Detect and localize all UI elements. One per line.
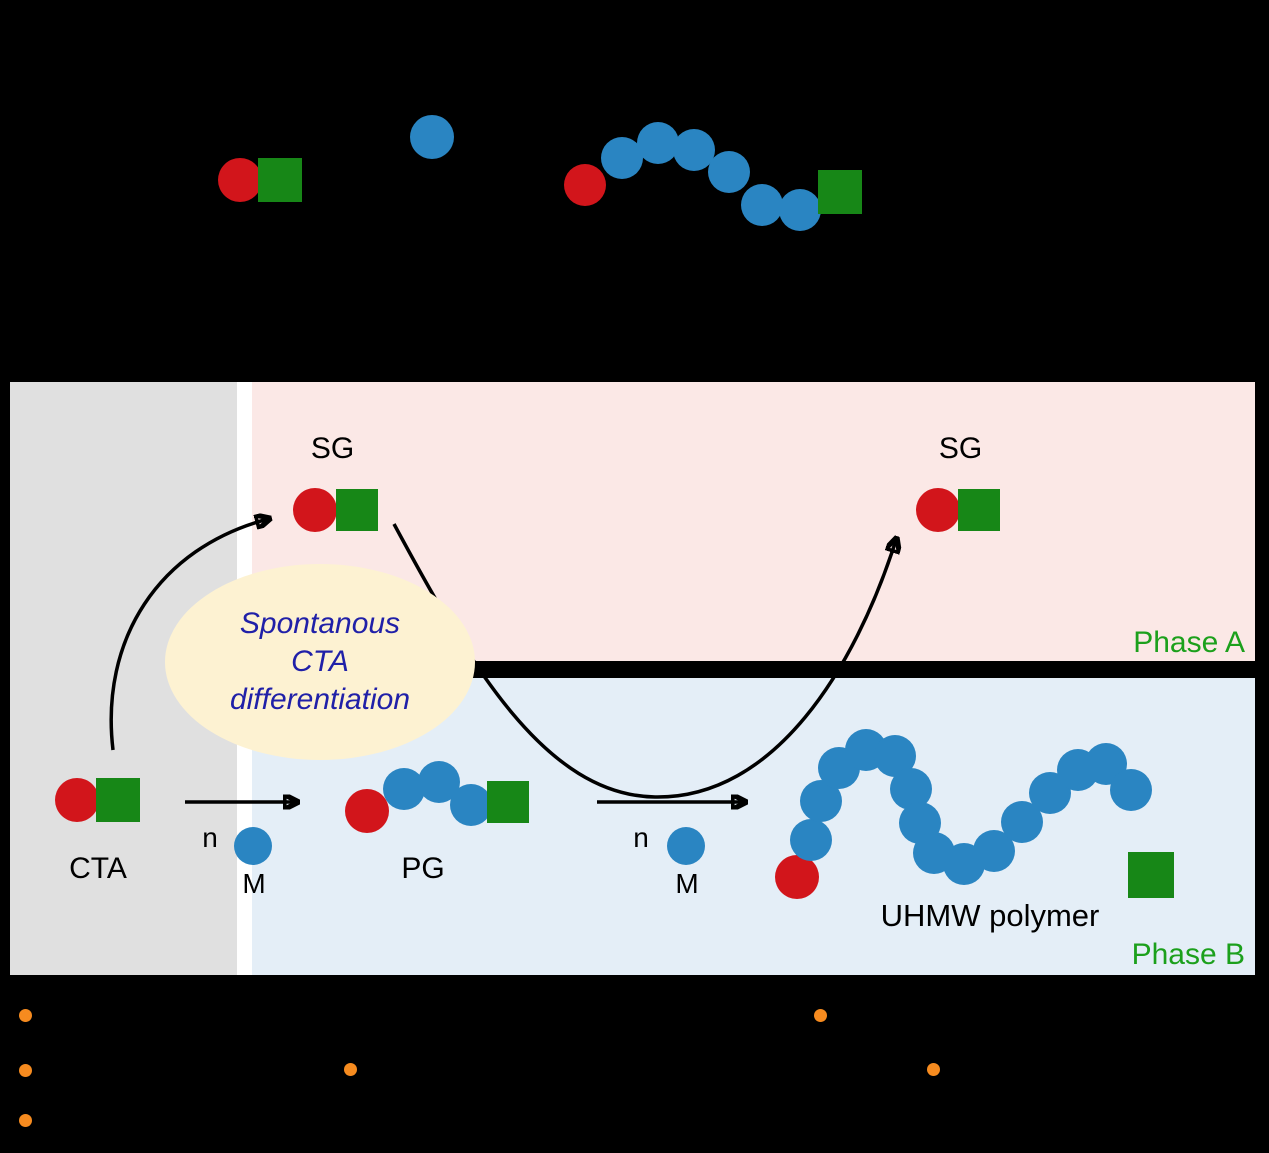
sg-left-label: SG <box>310 432 355 465</box>
sg-right-circle-icon <box>916 488 960 532</box>
pg-green-square-icon <box>487 781 529 823</box>
step1-m-label: M <box>242 868 266 899</box>
legend-chain-end-red-icon <box>564 164 606 206</box>
phase-a-label: Phase A <box>1133 626 1245 659</box>
chain-bead-icon <box>708 151 750 193</box>
sg-left-square-icon <box>336 489 378 531</box>
legend-chain-end-green-icon <box>818 170 862 214</box>
bubble-line-1: Spontanous <box>239 607 401 640</box>
chain-bead-icon <box>790 819 832 861</box>
step2-monomer-icon <box>667 827 705 865</box>
chain-bead-icon <box>1110 769 1152 811</box>
step1-monomer-icon <box>234 827 272 865</box>
bullet-dot-icon <box>814 1009 827 1022</box>
cta-square-icon <box>96 778 140 822</box>
bubble-line-3: differentiation <box>229 683 411 716</box>
uhmw-label: UHMW polymer <box>880 898 1100 933</box>
bullet-dot-icon <box>19 1064 32 1077</box>
pg-label: PG <box>401 852 445 885</box>
chain-bead-icon <box>450 784 492 826</box>
legend-monomer-icon <box>410 115 454 159</box>
bullet-dot-icon <box>927 1063 940 1076</box>
step1-n-label: n <box>202 822 218 853</box>
sg-right-label: SG <box>938 432 983 465</box>
bullet-dot-icon <box>19 1009 32 1022</box>
sg-left-circle-icon <box>293 488 337 532</box>
legend-cta-circle-icon <box>218 158 262 202</box>
chain-bead-icon <box>741 184 783 226</box>
chain-bead-icon <box>673 129 715 171</box>
pg-red-circle-icon <box>345 789 389 833</box>
bullet-dot-icon <box>344 1063 357 1076</box>
step2-m-label: M <box>675 868 699 899</box>
chain-bead-icon <box>601 137 643 179</box>
cta-label: CTA <box>69 852 127 885</box>
bullet-dot-icon <box>19 1114 32 1127</box>
cta-circle-icon <box>55 778 99 822</box>
cta-differentiation-bubble: Spontanous CTA differentiation <box>165 564 475 760</box>
step2-n-label: n <box>633 822 649 853</box>
uhmw-red-circle-icon <box>775 855 819 899</box>
bubble-line-2: CTA <box>291 645 349 678</box>
chain-bead-icon <box>637 122 679 164</box>
phase-b-label: Phase B <box>1131 938 1245 971</box>
chain-bead-icon <box>779 189 821 231</box>
uhmw-green-square-icon <box>1128 852 1174 898</box>
sg-right-square-icon <box>958 489 1000 531</box>
legend-cta-square-icon <box>258 158 302 202</box>
